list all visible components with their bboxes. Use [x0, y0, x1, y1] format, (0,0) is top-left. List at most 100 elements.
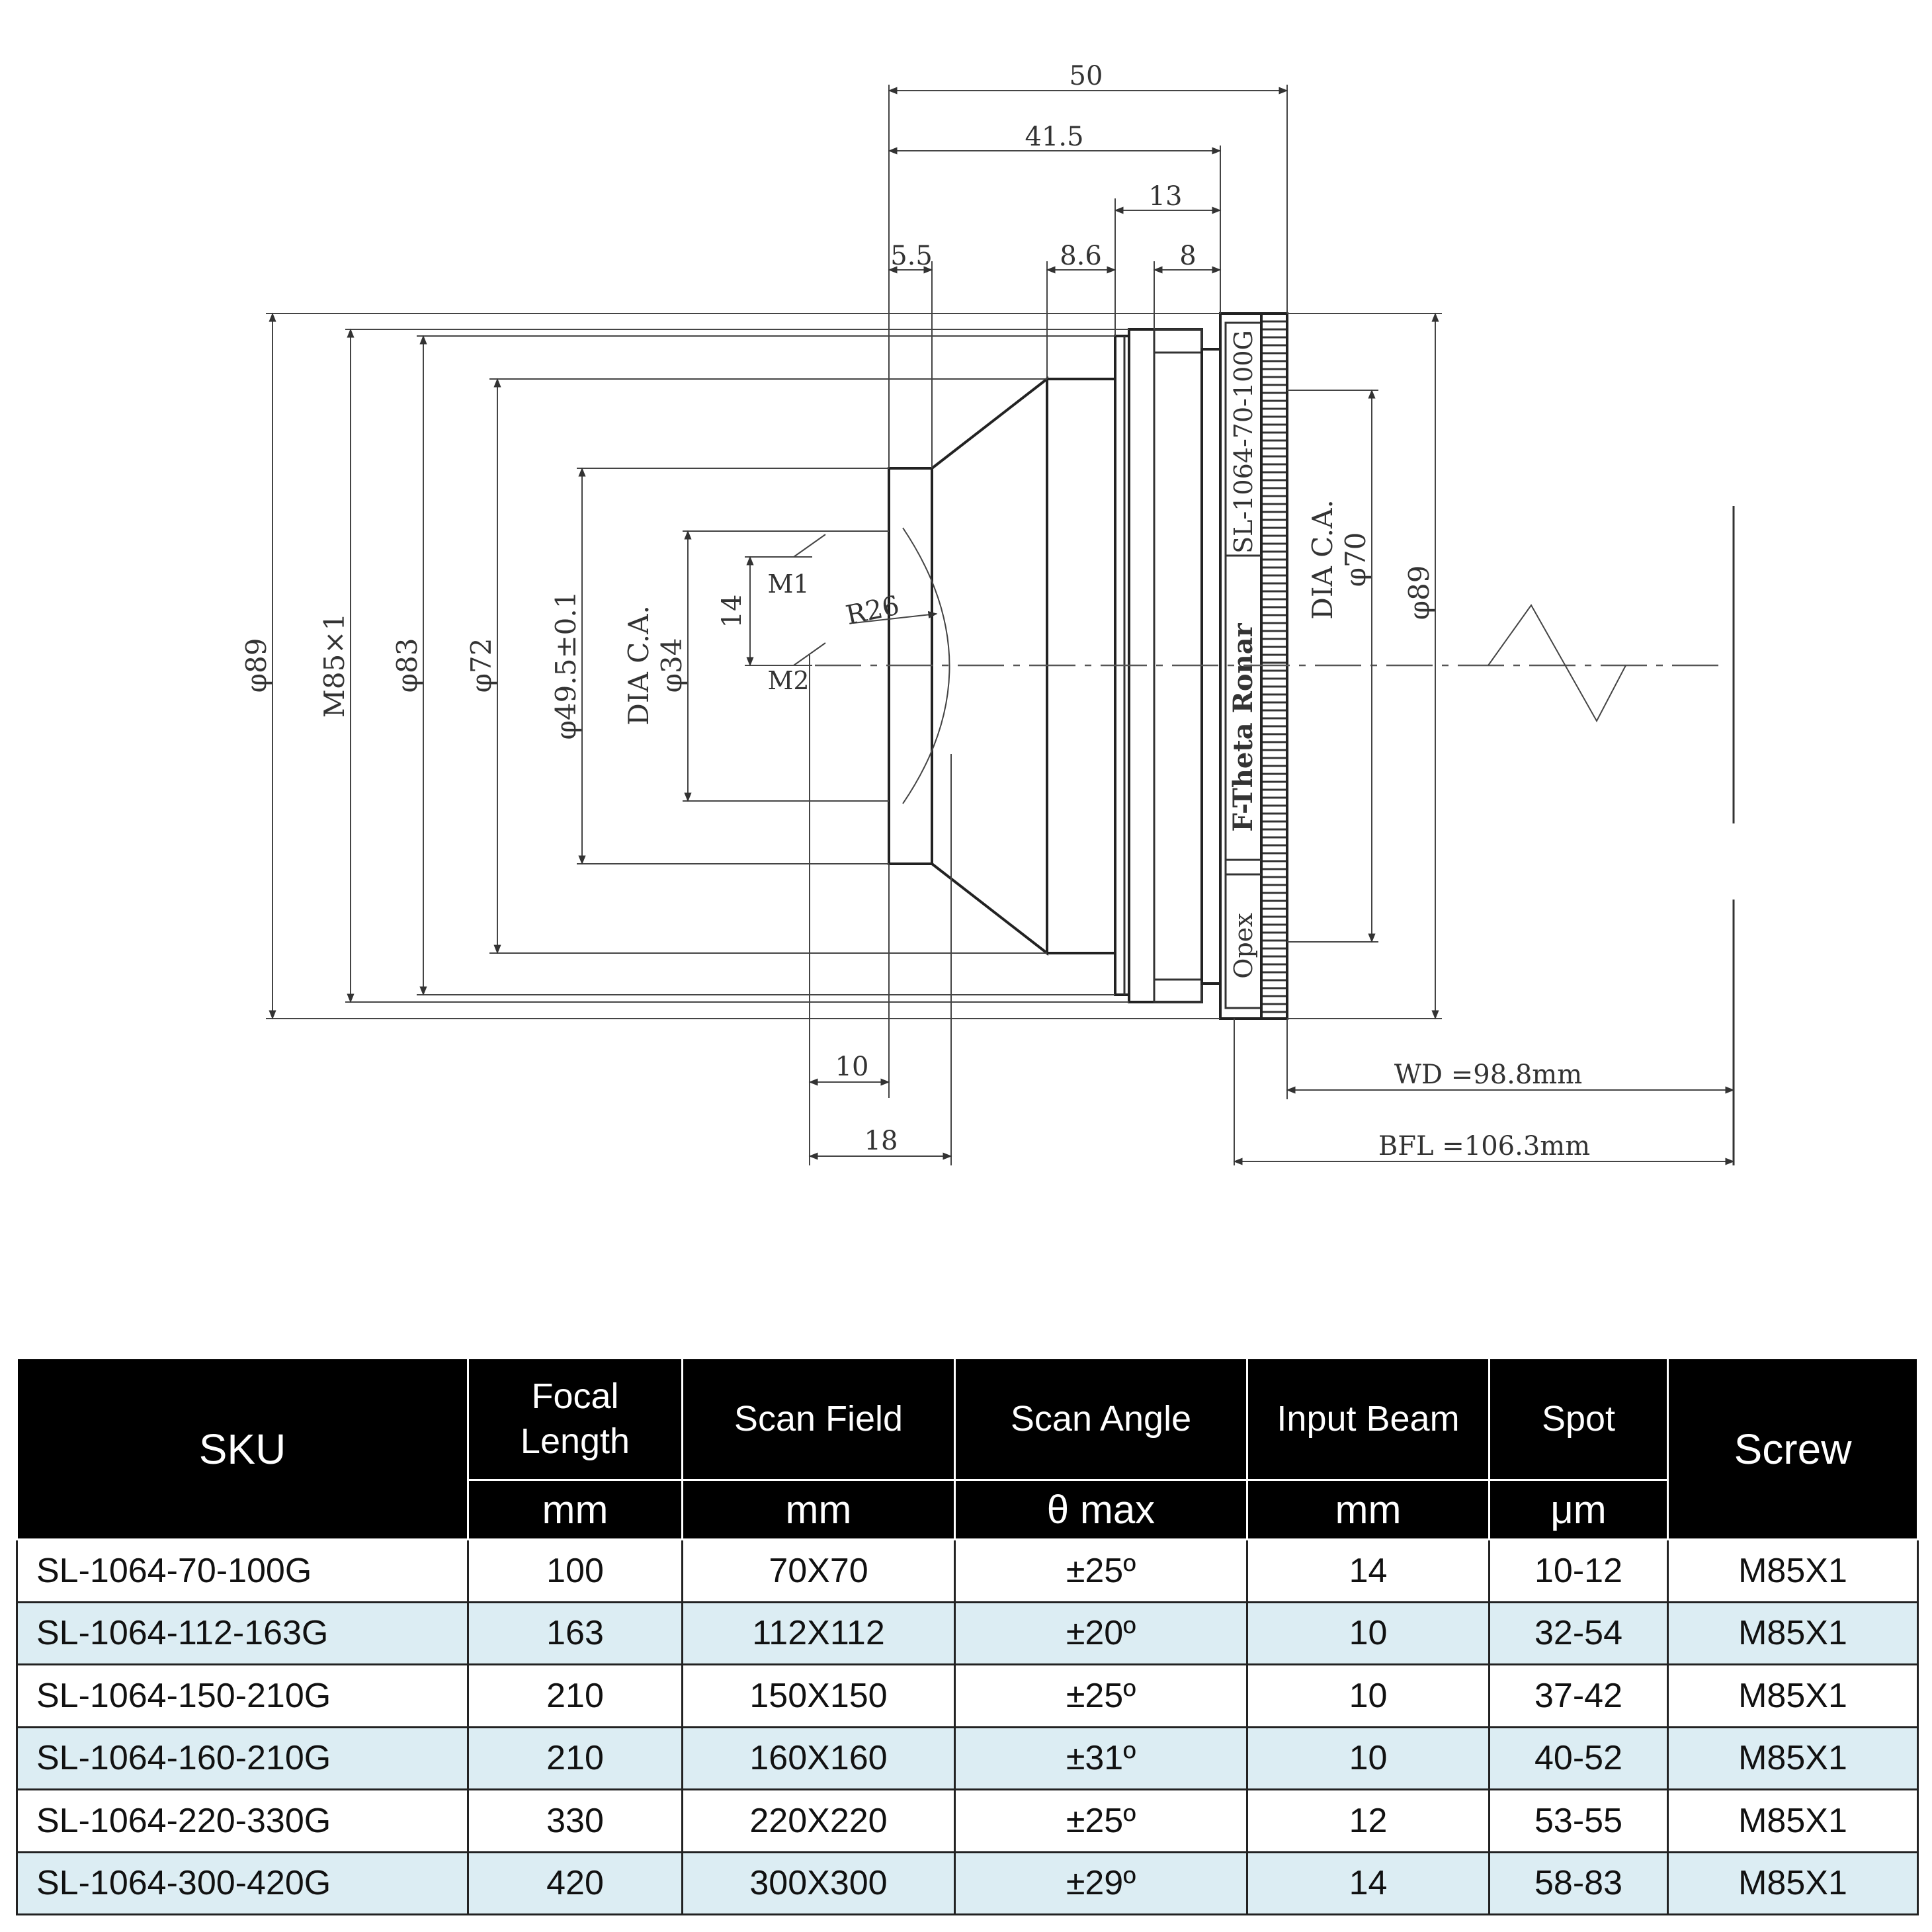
header-focal-line1: Focal: [531, 1376, 619, 1416]
table-header-row: SKU Focal Length Scan Field Scan Angle I…: [16, 1357, 1919, 1540]
cell-scan-field: 300X300: [681, 1851, 956, 1915]
cell-screw: M85X1: [1667, 1788, 1919, 1853]
cell-sku: SL-1064-112-163G: [16, 1601, 469, 1665]
cell-focal-length: 420: [467, 1851, 683, 1915]
cell-input-beam: 10: [1246, 1601, 1490, 1665]
cell-screw: M85X1: [1667, 1663, 1919, 1728]
dim-bottom-18: 18: [864, 1126, 898, 1156]
dim-length-50: 50: [1070, 61, 1103, 91]
header-scan-field: Scan Field: [681, 1357, 956, 1481]
spec-table: SKU Focal Length Scan Field Scan Angle I…: [16, 1357, 1919, 1915]
table-row: SL-1064-160-210G 210 160X160 ±31º 10 40-…: [16, 1726, 1919, 1790]
cell-scan-angle: ±29º: [954, 1851, 1248, 1915]
cell-screw: M85X1: [1667, 1538, 1919, 1603]
dim-bottom-10: 10: [835, 1052, 869, 1082]
cell-scan-angle: ±25º: [954, 1663, 1248, 1728]
cell-screw: M85X1: [1667, 1851, 1919, 1915]
dim-length-8-6: 8.6: [1060, 241, 1102, 271]
lens-technical-drawing: SL-1064-70-100G F-Theta Ronar Opex 50 41…: [240, 61, 1735, 1165]
header-scan-angle: Scan Angle: [954, 1357, 1248, 1481]
dim-dia-89-right: φ89: [1403, 566, 1435, 620]
axis-break-symbol: [1488, 604, 1626, 723]
cell-screw: M85X1: [1667, 1601, 1919, 1665]
bottom-dimensions: 10 18 WD =98.8mm BFL =106.3mm: [808, 754, 1735, 1165]
cell-focal-length: 210: [467, 1663, 683, 1728]
cell-screw: M85X1: [1667, 1726, 1919, 1790]
dim-working-distance: WD =98.8mm: [1394, 1060, 1582, 1090]
cell-scan-angle: ±25º: [954, 1538, 1248, 1603]
table-row: SL-1064-112-163G 163 112X112 ±20º 10 32-…: [16, 1601, 1919, 1665]
cell-scan-angle: ±31º: [954, 1726, 1248, 1790]
table-row: SL-1064-150-210G 210 150X150 ±25º 10 37-…: [16, 1663, 1919, 1728]
cell-focal-length: 100: [467, 1538, 683, 1603]
dim-radius-r26: R26: [843, 590, 902, 631]
cell-scan-angle: ±25º: [954, 1788, 1248, 1853]
header-input-beam: Input Beam: [1246, 1357, 1490, 1481]
engraving-brand: F-Theta Ronar: [1228, 622, 1259, 831]
right-dimensions: DIA C.A. φ70 φ89: [1287, 312, 1442, 1020]
header-sku: SKU: [16, 1357, 469, 1540]
cell-input-beam: 10: [1246, 1663, 1490, 1728]
table-unit-row: mm mm θ max mm μm: [17, 1479, 1918, 1540]
dim-length-41-5: 41.5: [1025, 122, 1083, 152]
cell-scan-field: 220X220: [681, 1788, 956, 1853]
unit-focal-length: mm: [467, 1479, 683, 1540]
cell-focal-length: 330: [467, 1788, 683, 1853]
cell-sku: SL-1064-150-210G: [16, 1663, 469, 1728]
unit-scan-angle: θ max: [954, 1479, 1248, 1540]
cell-sku: SL-1064-160-210G: [16, 1726, 469, 1790]
cell-scan-angle: ±20º: [954, 1601, 1248, 1665]
header-focal-length: Focal Length: [467, 1357, 683, 1481]
cell-input-beam: 12: [1246, 1788, 1490, 1853]
cell-sku: SL-1064-220-330G: [16, 1788, 469, 1853]
table-row: SL-1064-300-420G 420 300X300 ±29º 14 58-…: [16, 1851, 1919, 1915]
dim-dia-89-left: φ89: [240, 638, 273, 693]
unit-spot: μm: [1488, 1479, 1669, 1540]
cell-scan-field: 150X150: [681, 1663, 956, 1728]
dim-dia-83: φ83: [391, 638, 423, 693]
cell-input-beam: 14: [1246, 1538, 1490, 1603]
cell-sku: SL-1064-70-100G: [16, 1538, 469, 1603]
header-screw: Screw: [1667, 1357, 1919, 1540]
table-row: SL-1064-220-330G 330 220X220 ±25º 12 53-…: [16, 1788, 1919, 1853]
cell-scan-field: 112X112: [681, 1601, 956, 1665]
dim-dia-49-5: φ49.5±0.1: [550, 591, 582, 740]
cell-focal-length: 163: [467, 1601, 683, 1665]
engraving-model: SL-1064-70-100G: [1229, 330, 1258, 554]
cell-spot: 10-12: [1488, 1538, 1669, 1603]
cell-spot: 58-83: [1488, 1851, 1669, 1915]
cell-focal-length: 210: [467, 1726, 683, 1790]
unit-input-beam: mm: [1246, 1479, 1490, 1540]
mirror-m1-label: M1: [767, 569, 809, 599]
table-row: SL-1064-70-100G 100 70X70 ±25º 14 10-12 …: [16, 1538, 1919, 1603]
dim-length-13: 13: [1149, 181, 1183, 212]
left-dimensions: φ89 M85×1 φ83 φ72 φ49.5±0.1 DIA C.A. φ34: [240, 312, 1220, 1020]
dim-length-8: 8: [1179, 241, 1196, 271]
ca-right-line1: DIA C.A.: [1306, 499, 1339, 620]
ca-left-line1: DIA C.A.: [622, 605, 655, 726]
cell-scan-field: 160X160: [681, 1726, 956, 1790]
dim-length-5-5: 5.5: [890, 241, 933, 271]
cell-scan-field: 70X70: [681, 1538, 956, 1603]
dim-dia-72: φ72: [465, 638, 497, 693]
cell-input-beam: 10: [1246, 1726, 1490, 1790]
ca-right-line2: φ70: [1339, 532, 1372, 587]
dim-mirror-span-14: 14: [717, 595, 747, 628]
cell-spot: 37-42: [1488, 1663, 1669, 1728]
header-focal-line2: Length: [520, 1421, 630, 1461]
cell-spot: 40-52: [1488, 1726, 1669, 1790]
unit-scan-field: mm: [681, 1479, 956, 1540]
engraving-maker: Opex: [1229, 913, 1258, 978]
cell-sku: SL-1064-300-420G: [16, 1851, 469, 1915]
header-spot: Spot: [1488, 1357, 1669, 1481]
mirror-m2-label: M2: [767, 666, 809, 695]
cell-spot: 32-54: [1488, 1601, 1669, 1665]
dim-back-focal-length: BFL =106.3mm: [1378, 1131, 1590, 1161]
cell-input-beam: 14: [1246, 1851, 1490, 1915]
ca-left-line2: φ34: [655, 638, 688, 693]
cell-spot: 53-55: [1488, 1788, 1669, 1853]
top-dimensions: 50 41.5 13 5.5 8.6 8: [888, 61, 1288, 468]
lens-surface-curve: [902, 527, 950, 804]
mirror-markers: 14 M1 M2: [717, 534, 826, 1165]
dim-thread-m85: M85×1: [318, 613, 351, 718]
